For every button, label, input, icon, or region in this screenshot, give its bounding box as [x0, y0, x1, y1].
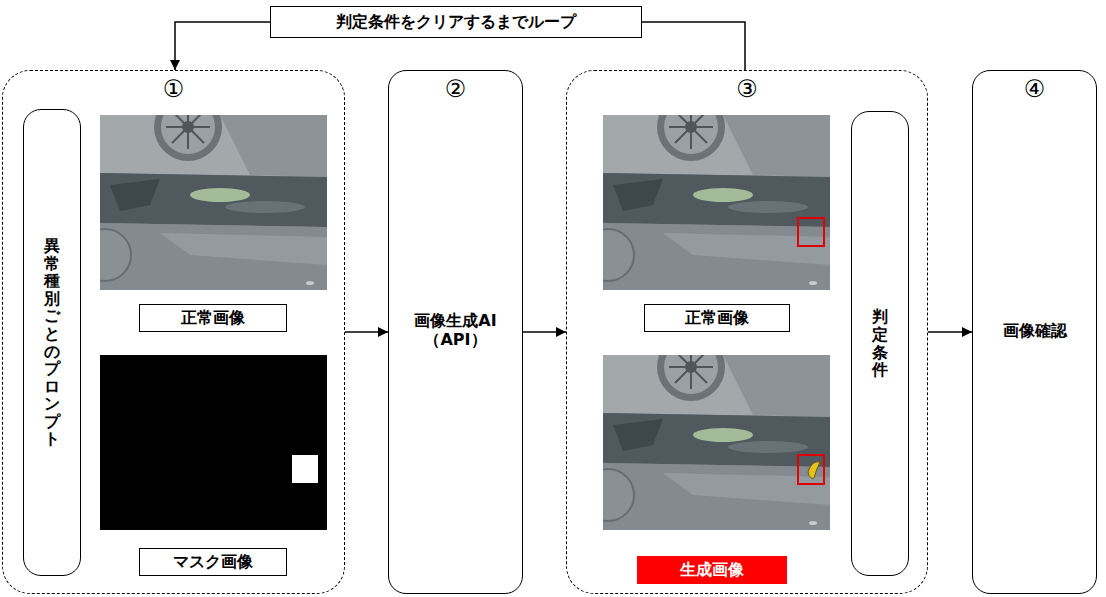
prompt-box: 異常種別ごとのプロンプト: [23, 109, 81, 576]
process-box: ② 画像生成AI （API）: [388, 70, 523, 594]
mask-image: [100, 355, 327, 530]
image-label: 正常画像: [644, 304, 790, 332]
image-label: マスク画像: [139, 548, 287, 576]
step-group: ③ 正常画像生成画像 判定条件: [566, 70, 928, 594]
flow-arrow: [175, 22, 270, 70]
box-label: 正常画像: [685, 308, 749, 327]
step-number: ②: [445, 75, 467, 104]
box-label: 判定条件をクリアするまでループ: [336, 12, 576, 31]
flow-arrow: [642, 22, 745, 70]
box-label: マスク画像: [173, 552, 253, 571]
box-label: 画像確認: [1003, 321, 1067, 340]
loop-label-box: 判定条件をクリアするまでループ: [270, 6, 642, 38]
anomaly-object: [808, 462, 820, 479]
step-number: ③: [736, 75, 758, 104]
process-box: ④ 画像確認: [972, 70, 1097, 594]
box-label: 生成画像: [680, 560, 744, 579]
step-group: ① 異常種別ごとのプロンプト 正常画像マスク画像: [2, 70, 345, 594]
generated-photo: [582, 333, 830, 530]
highlight-box: [798, 218, 824, 246]
flow-arrow: [928, 331, 972, 333]
normal-photo: [79, 93, 327, 290]
box-label: 正常画像: [181, 308, 245, 327]
generated-label: 生成画像: [637, 556, 787, 584]
box-label: 画像生成AI （API）: [404, 311, 508, 349]
step-number: ④: [1024, 75, 1046, 104]
highlight-box: [798, 455, 824, 484]
flow-arrow: [523, 331, 566, 333]
step-number: ①: [163, 75, 185, 104]
box-label: 異常種別ごとのプロンプト: [44, 237, 60, 448]
criteria-box: 判定条件: [851, 111, 909, 576]
normal-photo: [582, 93, 830, 290]
box-label: 判定条件: [872, 308, 888, 378]
image-label: 正常画像: [139, 304, 287, 332]
flow-arrow: [345, 331, 388, 333]
